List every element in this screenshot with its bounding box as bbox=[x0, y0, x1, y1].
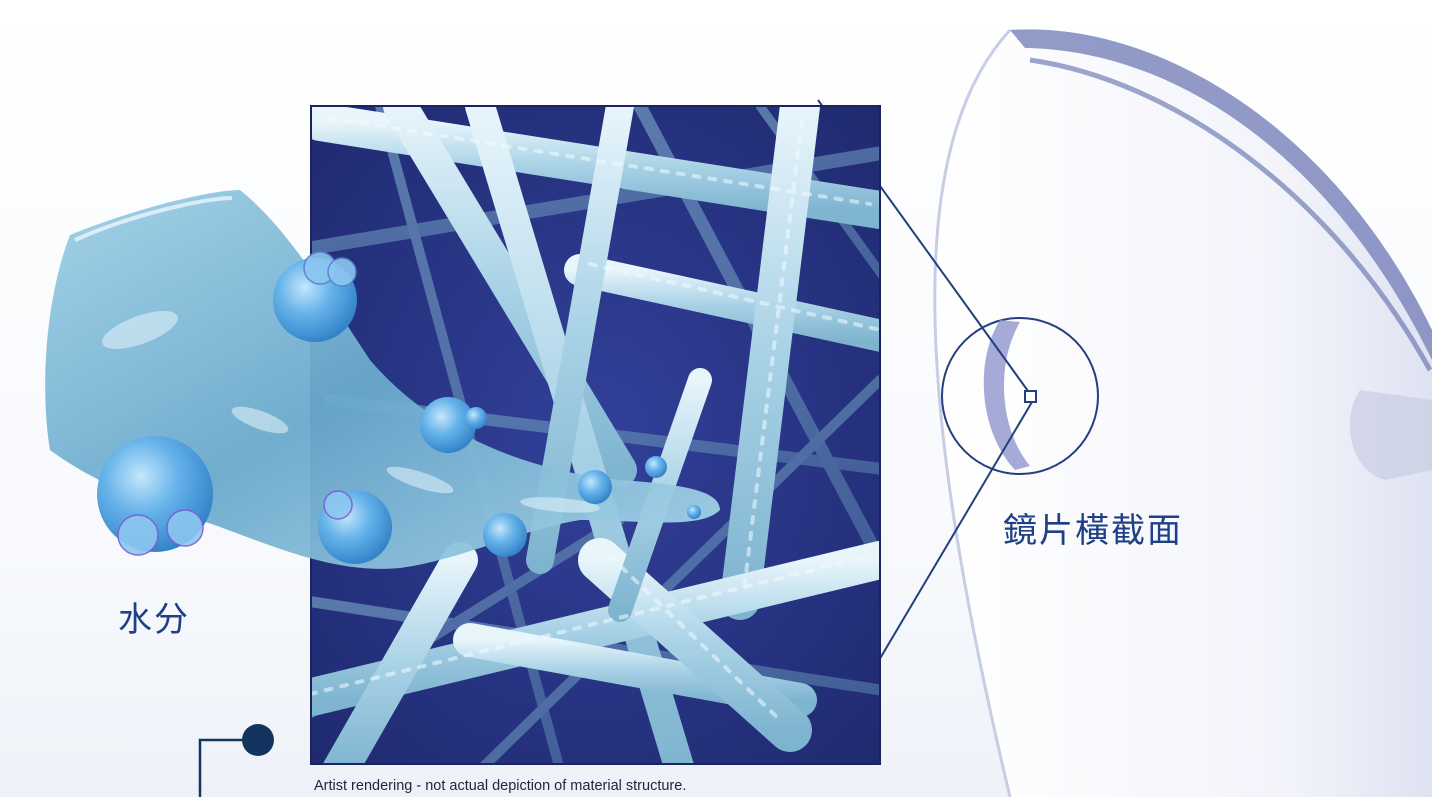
water-label: 水分 bbox=[118, 592, 190, 641]
lens-zoom-marker bbox=[1025, 391, 1036, 402]
lens-cross-section-label: 鏡片橫截面 bbox=[1003, 503, 1183, 552]
lens-zoom-circle bbox=[942, 318, 1098, 474]
image-caption: Artist rendering - not actual depiction … bbox=[314, 778, 686, 794]
